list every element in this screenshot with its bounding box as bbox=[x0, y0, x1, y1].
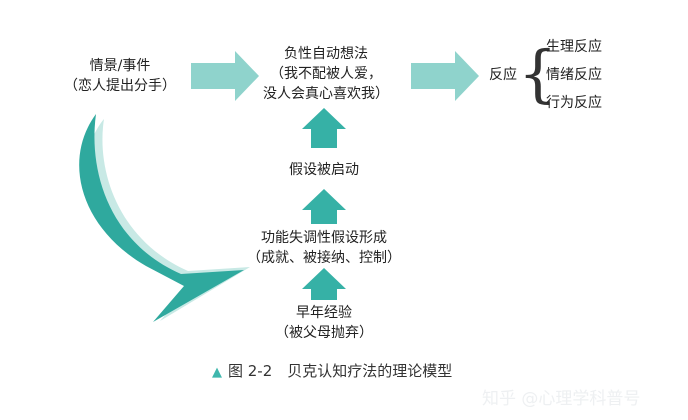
arrow-thoughts-to-reaction bbox=[411, 51, 479, 101]
negative-thoughts-line3: 没人会真心喜欢我） bbox=[263, 86, 389, 102]
reaction-item-behavioral: 行为反应 bbox=[546, 95, 602, 111]
watermark: 知乎 @心理学科普号 bbox=[482, 389, 641, 409]
arrow-up-assumption-to-thoughts bbox=[302, 108, 346, 148]
reaction-label: 反应 bbox=[489, 67, 517, 83]
situation-detail: （恋人提出分手） bbox=[64, 78, 176, 94]
reaction-item-emotional: 情绪反应 bbox=[546, 67, 602, 83]
curved-arrow bbox=[79, 114, 250, 322]
assumption-activated-node: 假设被启动 bbox=[289, 162, 359, 178]
dysfunctional-assumptions-node: 功能失调性假设形成 （成就、被接纳、控制） bbox=[234, 228, 414, 268]
arrow-up-dysfunctional-to-activated bbox=[302, 189, 346, 224]
arrow-up-early-to-dysfunctional bbox=[302, 268, 346, 300]
situation-node: 情景/事件 （恋人提出分手） bbox=[55, 56, 185, 96]
early-experience-detail: （被父母抛弃） bbox=[275, 325, 373, 341]
figure-caption: ▲ 图 2-2 贝克认知疗法的理论模型 bbox=[212, 360, 452, 381]
brace-icon: { bbox=[518, 37, 558, 110]
reaction-list: 生理反应 情绪反应 行为反应 bbox=[546, 37, 602, 113]
caption-text: 图 2-2 贝克认知疗法的理论模型 bbox=[228, 362, 453, 380]
reaction-item-physiological: 生理反应 bbox=[546, 39, 602, 55]
negative-thoughts-node: 负性自动想法 （我不配被人爱， 没人会真心喜欢我） bbox=[246, 44, 406, 104]
early-experience-node: 早年经验 （被父母抛弃） bbox=[264, 303, 384, 343]
early-experience-title: 早年经验 bbox=[296, 305, 352, 321]
arrow-situation-to-thoughts bbox=[191, 51, 259, 101]
negative-thoughts-line2: （我不配被人爱， bbox=[270, 66, 382, 82]
situation-title: 情景/事件 bbox=[89, 58, 151, 74]
negative-thoughts-title: 负性自动想法 bbox=[284, 46, 368, 62]
dysfunctional-assumptions-detail: （成就、被接纳、控制） bbox=[247, 250, 401, 266]
dysfunctional-assumptions-title: 功能失调性假设形成 bbox=[261, 230, 387, 246]
caption-triangle-icon: ▲ bbox=[212, 365, 222, 380]
